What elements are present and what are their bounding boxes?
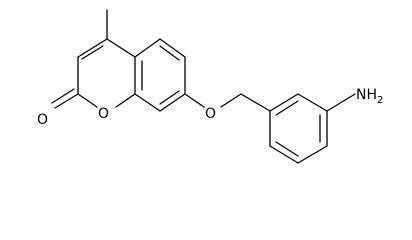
bond-c7-c8 xyxy=(159,93,186,112)
bond-c2-o1 xyxy=(77,93,98,108)
bond-ar2-ar3 xyxy=(297,93,328,112)
amine-subscript: 2 xyxy=(377,95,383,106)
bond-ch2-aryl xyxy=(240,93,271,112)
bond-ar5-ar6 xyxy=(269,145,299,164)
bond-ar1-ar2 xyxy=(269,93,299,112)
chemical-structure: O O O NH2 xyxy=(37,9,383,164)
bond-c4a-c5 xyxy=(134,38,161,58)
bond-c5-c6-inner xyxy=(159,45,180,61)
carbonyl-bond-2 xyxy=(51,88,75,104)
carbonyl-bond-1 xyxy=(54,93,79,109)
amine-bond xyxy=(326,93,356,112)
ring-oxygen-label: O xyxy=(98,106,109,122)
bond-c8-c8a xyxy=(134,93,161,112)
ether-linker xyxy=(184,93,271,112)
bond-ar4-ar5 xyxy=(297,145,328,164)
ether-oxygen-label: O xyxy=(205,106,216,122)
bond-c4-c3 xyxy=(77,38,108,58)
bond-c7-oether xyxy=(184,93,205,108)
bond-c3-c3-inner xyxy=(81,45,104,60)
amine-label: NH2 xyxy=(356,87,383,106)
bond-c7-c8-inner xyxy=(159,90,180,105)
aminophenyl-ring xyxy=(269,93,328,164)
benzo-ring xyxy=(134,38,186,112)
bond-ar1-ar2-inner xyxy=(275,100,299,116)
bond-oether-ch2 xyxy=(220,93,242,108)
pyranone-ring xyxy=(77,38,136,108)
bond-c4-c4a xyxy=(106,38,136,58)
carbonyl-group xyxy=(51,88,79,109)
bond-ar5-ar6-inner xyxy=(275,141,299,157)
carbonyl-oxygen-label: O xyxy=(37,112,48,128)
amine-nh: NH xyxy=(356,87,377,103)
bond-c5-c6 xyxy=(159,38,186,58)
bond-o1-c8a xyxy=(115,93,136,108)
